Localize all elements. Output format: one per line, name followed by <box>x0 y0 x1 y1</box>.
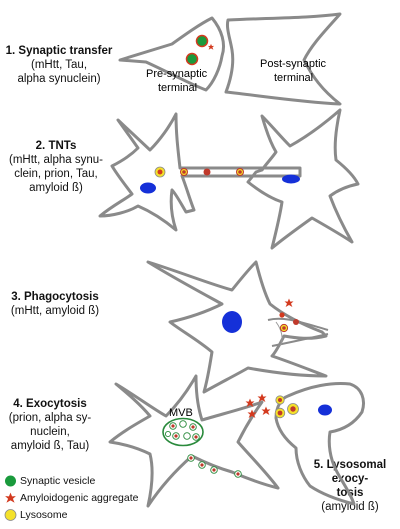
lysosome-5c <box>275 395 285 405</box>
panel-1-label: 1. Synaptic transfer (mHtt, Tau, alpha s… <box>0 44 118 86</box>
tnt-cell-left <box>98 112 302 232</box>
aggregate-5d <box>261 406 271 415</box>
lysosome-phago-1 <box>279 323 289 333</box>
panel-1-detail-1: (mHtt, Tau, <box>30 59 88 71</box>
panel-2-title: 2. TNTs <box>35 140 77 152</box>
panel-5-detail-1: (amyloid ß) <box>321 501 379 513</box>
exosome-2 <box>198 461 206 469</box>
lysosome-5a <box>287 403 299 415</box>
legend-label-aggregate: Amyloidogenic aggregate <box>20 492 139 504</box>
tnt-cargo-1 <box>180 168 188 176</box>
yellow-circle-icon <box>4 509 17 521</box>
lysosome-5b <box>274 407 286 419</box>
post-synaptic-terminal <box>224 12 342 106</box>
red-star-icon <box>5 492 16 503</box>
panel-1-title: 1. Synaptic transfer <box>5 45 113 57</box>
panel-4-label: 4. Exocytosis (prion, alpha sy- nuclein,… <box>0 397 100 453</box>
nucleus-tnt-left <box>140 182 156 194</box>
panel-5-label: 5. Lysosomal exocy- tosis (amyloid ß) <box>300 458 400 514</box>
aggregate-phago-1 <box>284 298 294 307</box>
lysosomal-exocytosis-cell <box>274 382 365 506</box>
panel-2-detail-2: clein, prion, Tau, <box>14 168 98 180</box>
tnt-cargo-3 <box>236 168 244 176</box>
mvb-label: MVB <box>169 407 193 419</box>
aggregate-synapse <box>207 43 215 50</box>
tnt-cell-right <box>246 108 360 250</box>
pre-synaptic-label-1: Pre-synaptic <box>146 68 208 80</box>
synaptic-vesicle-2 <box>185 52 199 66</box>
panel-4-detail-1: (prion, alpha sy- <box>8 412 92 424</box>
nucleus-tnt-right <box>282 174 300 184</box>
tnt-cargo-2 <box>203 168 211 176</box>
legend: Synaptic vesicle Amyloidogenic aggregate… <box>4 474 154 526</box>
lysosome-tnt <box>154 166 166 178</box>
legend-label-lysosome: Lysosome <box>20 509 68 521</box>
pre-synaptic-label-2: terminal <box>158 82 197 94</box>
panel-4-detail-2: nuclein, <box>30 426 70 438</box>
phagocyte-cell <box>146 260 328 394</box>
legend-label-synaptic-vesicle: Synaptic vesicle <box>20 475 96 487</box>
exocytosis-cell <box>108 374 280 508</box>
panel-4-detail-3: amyloid ß, Tau) <box>10 440 90 452</box>
pre-synaptic-terminal <box>118 16 226 92</box>
panel-3-detail-1: (mHtt, amyloid ß) <box>10 305 100 317</box>
synaptic-vesicle-1 <box>195 34 209 48</box>
nucleus-lyso-cell <box>318 404 332 416</box>
post-synaptic-label-2: terminal <box>274 72 313 84</box>
panel-2-label: 2. TNTs (mHtt, alpha synu- clein, prion,… <box>0 139 112 195</box>
panel-2-detail-1: (mHtt, alpha synu- <box>9 154 103 166</box>
panel-2-detail-3: amyloid ß) <box>29 182 83 194</box>
nucleus-phagocyte <box>222 311 242 333</box>
panel-1-detail-2: alpha synuclein) <box>17 73 101 85</box>
exosome-1 <box>187 454 195 462</box>
exosome-4 <box>234 470 242 478</box>
green-circle-icon <box>5 475 16 487</box>
post-synaptic-label-1: Post-synaptic <box>260 58 327 70</box>
lysosome-phago-2 <box>293 319 299 325</box>
aggregate-phago-2 <box>279 312 285 318</box>
exosome-3 <box>210 466 218 474</box>
panel-4-title: 4. Exocytosis <box>13 398 87 410</box>
panel-3-title: 3. Phagocytosis <box>11 291 99 303</box>
panel-3-label: 3. Phagocytosis (mHtt, amyloid ß) <box>0 290 110 318</box>
mvb <box>162 417 204 447</box>
